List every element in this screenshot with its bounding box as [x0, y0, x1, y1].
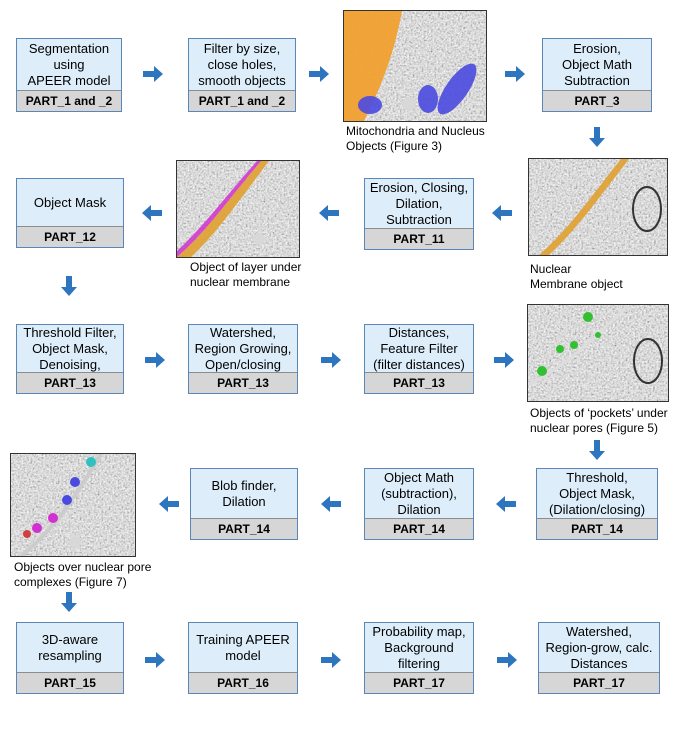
arrow-right-icon — [505, 66, 525, 82]
arrow-right-icon — [494, 352, 514, 368]
node-erosion-closing: Erosion, Closing, Dilation, Subtraction … — [364, 178, 474, 250]
node-part: PART_13 — [17, 372, 123, 393]
node-title: Training APEER model — [196, 632, 290, 663]
arrow-right-icon — [143, 66, 163, 82]
node-filter: Filter by size, close holes, smooth obje… — [188, 38, 296, 112]
arrow-right-icon — [321, 652, 341, 668]
node-part: PART_12 — [17, 226, 123, 247]
node-part: PART_14 — [365, 518, 473, 539]
node-title: Object Mask — [33, 195, 107, 210]
node-title: Filter by size, close holes, smooth obje… — [198, 41, 286, 88]
node-part: PART_15 — [17, 672, 123, 693]
arrow-right-icon — [497, 652, 517, 668]
node-title: Distances, Feature Filter (filter distan… — [373, 325, 465, 372]
node-probability-map: Probability map, Background filtering PA… — [364, 622, 474, 694]
node-blob-finder: Blob finder, Dilation PART_14 — [190, 468, 298, 540]
arrow-left-icon — [319, 205, 339, 221]
node-title: Segmentation using APEER model — [27, 41, 111, 88]
node-part: PART_13 — [189, 372, 297, 393]
arrow-left-icon — [496, 496, 516, 512]
caption-mitochondria: Mitochondria and Nucleus Objects (Figure… — [346, 124, 485, 153]
node-distances: Distances, Feature Filter (filter distan… — [364, 324, 474, 394]
caption-pockets: Objects of ‘pockets’ under nuclear pores… — [530, 406, 668, 435]
node-erosion: Erosion, Object Math Subtraction PART_3 — [542, 38, 652, 112]
image-layer-under-membrane — [176, 160, 300, 258]
node-threshold-mask: Threshold, Object Mask, (Dilation/closin… — [536, 468, 658, 540]
node-title: 3D-aware resampling — [38, 632, 102, 663]
node-part: PART_3 — [543, 90, 651, 111]
node-part: PART_13 — [365, 372, 473, 393]
node-part: PART_14 — [537, 518, 657, 539]
image-mitochondria-nucleus — [343, 10, 487, 122]
node-watershed: Watershed, Region Growing, Open/closing … — [188, 324, 298, 394]
node-part: PART_1 and _2 — [17, 90, 121, 111]
node-part: PART_14 — [191, 518, 297, 539]
node-resampling: 3D-aware resampling PART_15 — [16, 622, 124, 694]
arrow-left-icon — [142, 205, 162, 221]
arrow-right-icon — [145, 352, 165, 368]
arrow-down-icon — [589, 127, 605, 147]
node-training: Training APEER model PART_16 — [188, 622, 298, 694]
arrow-down-icon — [61, 276, 77, 296]
node-watershed-distances: Watershed, Region-grow, calc. Distances … — [538, 622, 660, 694]
node-title: Erosion, Object Math Subtraction — [561, 41, 633, 88]
node-title: Watershed, Region Growing, Open/closing — [194, 325, 292, 372]
image-nuclear-membrane — [528, 158, 668, 256]
arrow-right-icon — [145, 652, 165, 668]
arrow-right-icon — [321, 352, 341, 368]
arrow-down-icon — [61, 592, 77, 612]
node-segmentation: Segmentation using APEER model PART_1 an… — [16, 38, 122, 112]
image-pockets — [527, 304, 669, 402]
arrow-left-icon — [321, 496, 341, 512]
node-object-mask: Object Mask PART_12 — [16, 178, 124, 248]
node-title: Threshold Filter, Object Mask, Denoising… — [23, 325, 117, 372]
arrow-left-icon — [492, 205, 512, 221]
node-title: Threshold, Object Mask, (Dilation/closin… — [548, 470, 646, 517]
arrow-left-icon — [159, 496, 179, 512]
node-part: PART_17 — [539, 672, 659, 693]
node-title: Probability map, Background filtering — [372, 624, 466, 671]
node-threshold-filter: Threshold Filter, Object Mask, Denoising… — [16, 324, 124, 394]
node-part: PART_1 and _2 — [189, 90, 295, 111]
caption-pore-complexes: Objects over nuclear pore complexes (Fig… — [14, 560, 152, 589]
arrow-right-icon — [309, 66, 329, 82]
caption-membrane: Nuclear Membrane object — [530, 262, 623, 291]
node-title: Blob finder, Dilation — [211, 478, 277, 509]
node-part: PART_16 — [189, 672, 297, 693]
node-object-math: Object Math (subtraction), Dilation PART… — [364, 468, 474, 540]
node-title: Watershed, Region-grow, calc. Distances — [545, 624, 653, 671]
node-title: Object Math (subtraction), Dilation — [381, 470, 457, 517]
node-title: Erosion, Closing, Dilation, Subtraction — [369, 180, 469, 227]
image-pore-complexes — [10, 453, 136, 557]
caption-layer: Object of layer under nuclear membrane — [190, 260, 302, 289]
arrow-down-icon — [589, 440, 605, 460]
node-part: PART_11 — [365, 228, 473, 249]
node-part: PART_17 — [365, 672, 473, 693]
